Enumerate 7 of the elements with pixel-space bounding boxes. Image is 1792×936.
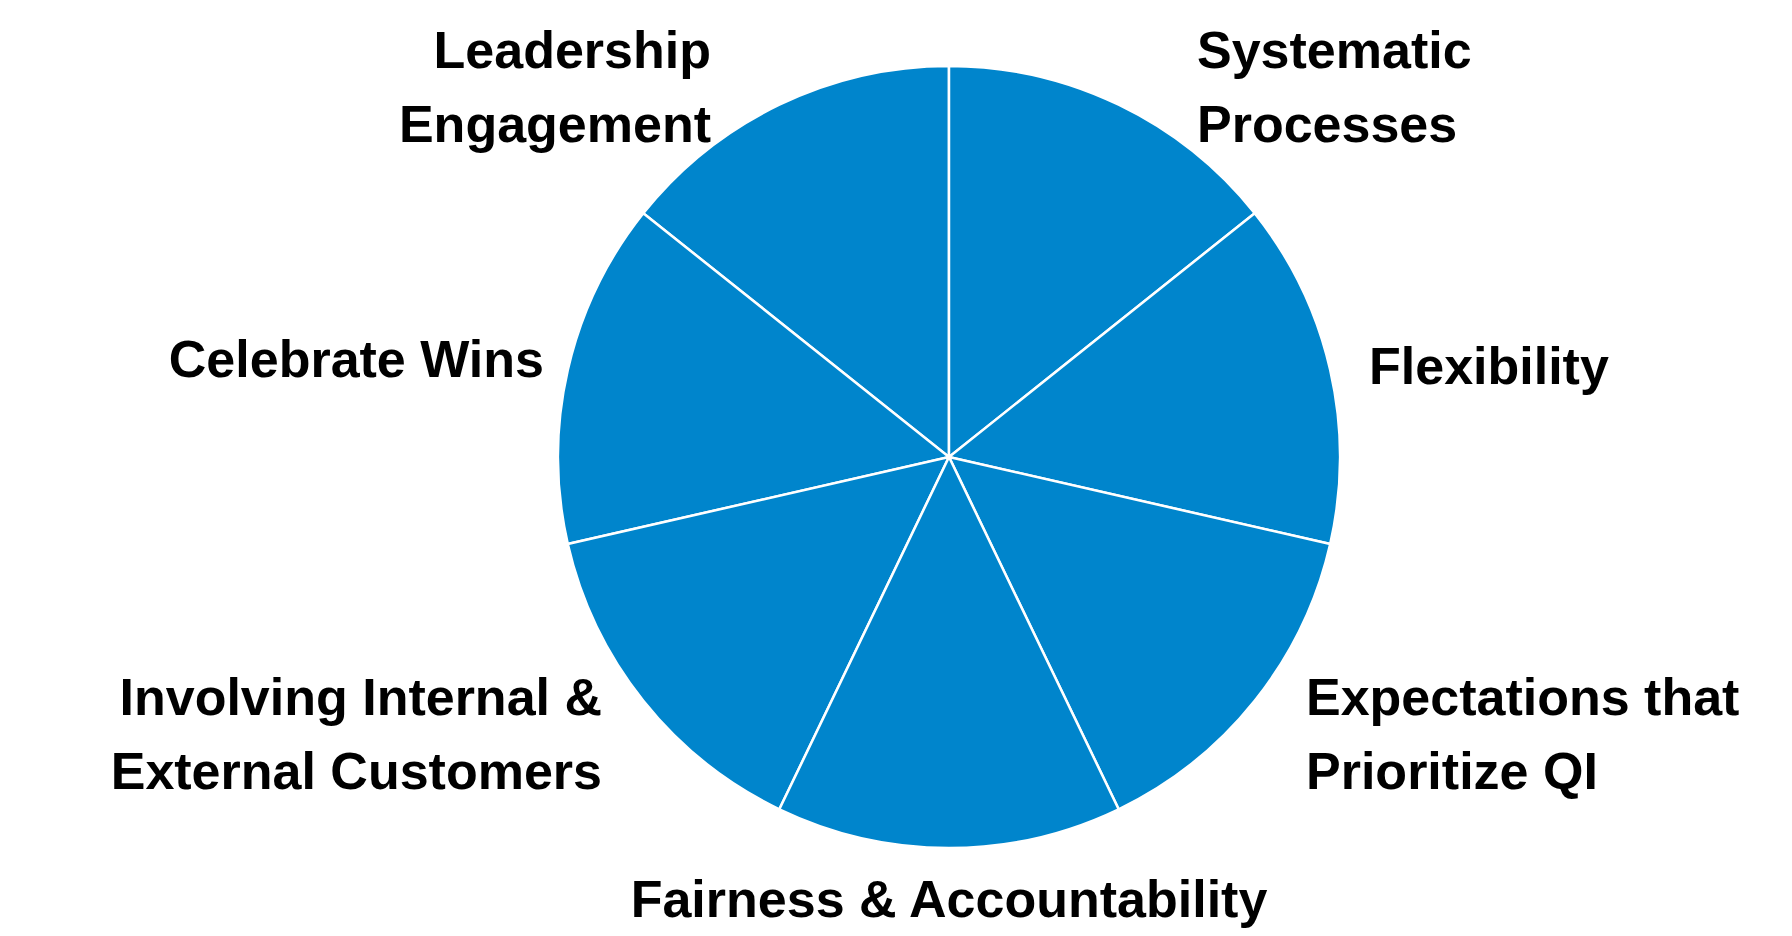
slice-label: Systematic Processes [1197,20,1473,155]
slice-label: Celebrate Wins [168,329,544,390]
slice-label: Expectations that Prioritize QI [1306,667,1741,802]
slice-label: Flexibility [1369,336,1609,397]
slice-label: Involving Internal & External Customers [109,667,602,802]
slice-label: Fairness & Accountability [630,869,1268,930]
slice-label: Leadership Engagement [397,20,711,155]
